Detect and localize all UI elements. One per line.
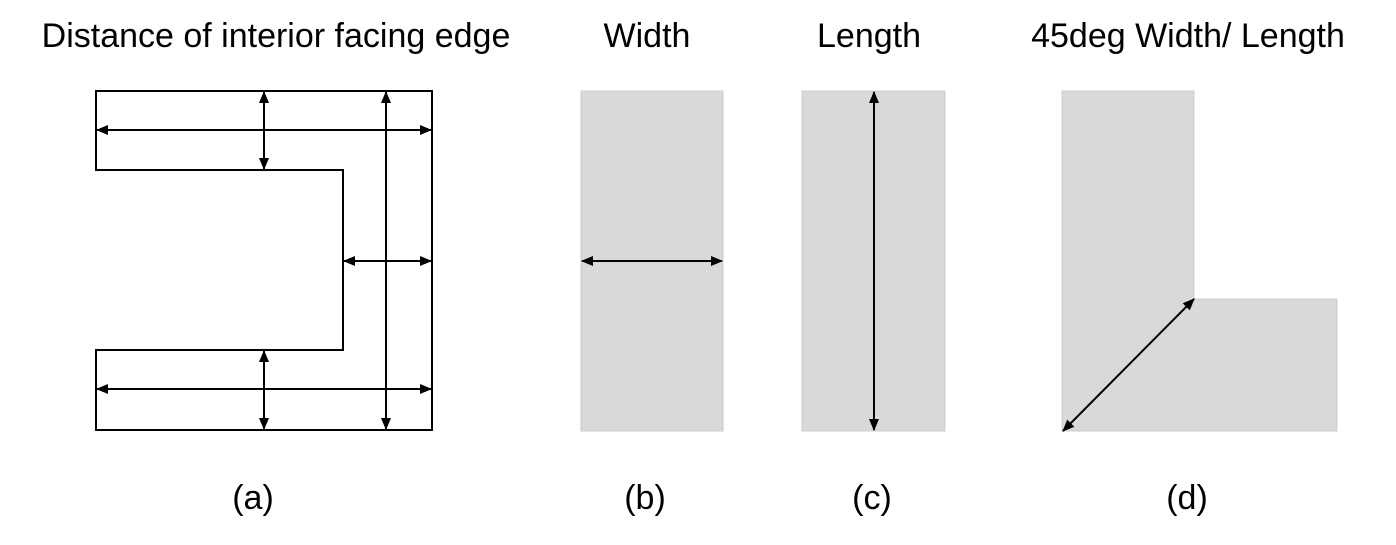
panel-b-title: Width [603, 17, 691, 55]
l-shape [1061, 90, 1338, 432]
panel-a-diagram [95, 90, 433, 431]
panel-c-diagram [801, 90, 946, 432]
panel-c-title: Length [817, 17, 921, 55]
panel-c-caption: (c) [852, 479, 892, 517]
panel-b-caption: (b) [624, 479, 666, 517]
diagonal-45deg-arrow [1062, 298, 1195, 432]
panel-d-diagram [1061, 90, 1338, 432]
panel-a-caption: (a) [232, 479, 274, 517]
panel-b-diagram [580, 90, 724, 432]
panel-a-title: Distance of interior facing edge [41, 17, 511, 55]
panel-d-caption: (d) [1166, 479, 1208, 517]
panel-d-title: 45deg Width/ Length [1031, 17, 1345, 55]
c-shape-outline [95, 90, 433, 431]
